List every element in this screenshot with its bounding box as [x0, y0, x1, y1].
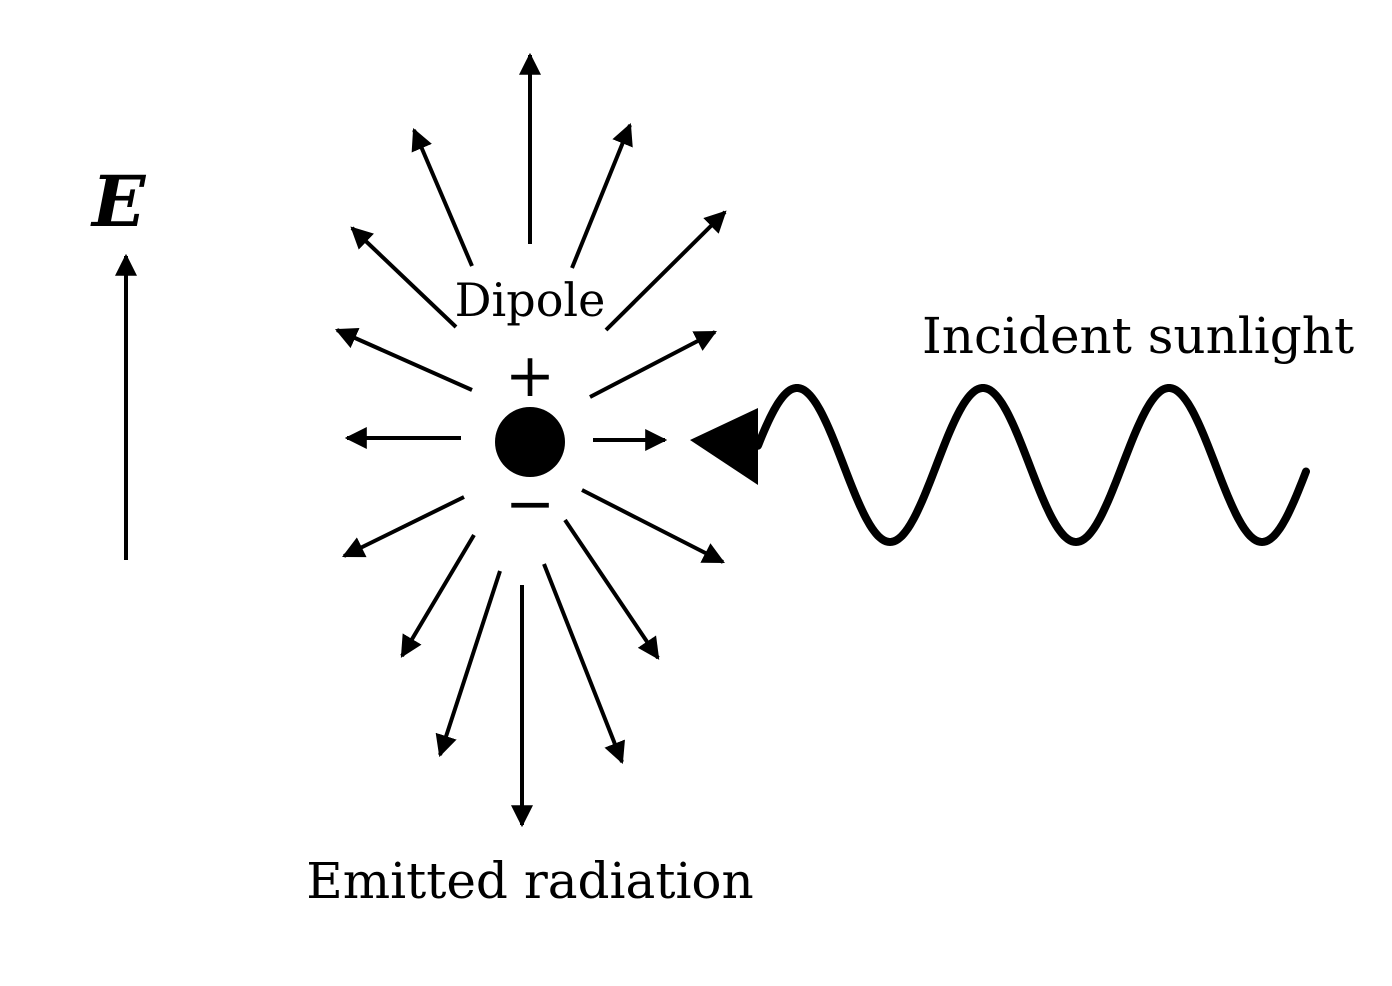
radiation-arrow-12 [342, 495, 465, 558]
radiation-arrow-6 [581, 488, 725, 564]
incident-sunlight-label: Incident sunlight [922, 307, 1354, 365]
radiation-arrow-10 [435, 570, 502, 758]
emitted-radiation-arrows [334, 52, 727, 828]
radiation-arrow-7 [563, 518, 660, 660]
radiation-arrow-3 [604, 210, 727, 332]
emitted-radiation-label: Emitted radiation [306, 852, 754, 910]
dipole-charge-dot [495, 407, 565, 477]
field-label: E [90, 160, 147, 243]
incident-sunlight-wave [754, 384, 1310, 547]
radiation-arrow-2 [570, 122, 633, 269]
radiation-arrow-14 [334, 327, 473, 392]
positive-sign: + [505, 341, 555, 411]
incident-wave-arrowhead [690, 408, 758, 485]
radiation-arrow-15 [350, 226, 458, 329]
radiation-arrow-16 [411, 127, 474, 267]
radiation-arrow-11 [400, 533, 476, 658]
radiation-arrow-4 [589, 330, 717, 399]
dipole-label: Dipole [455, 273, 606, 327]
negative-sign: − [505, 469, 555, 539]
radiation-arrow-8 [542, 563, 625, 765]
